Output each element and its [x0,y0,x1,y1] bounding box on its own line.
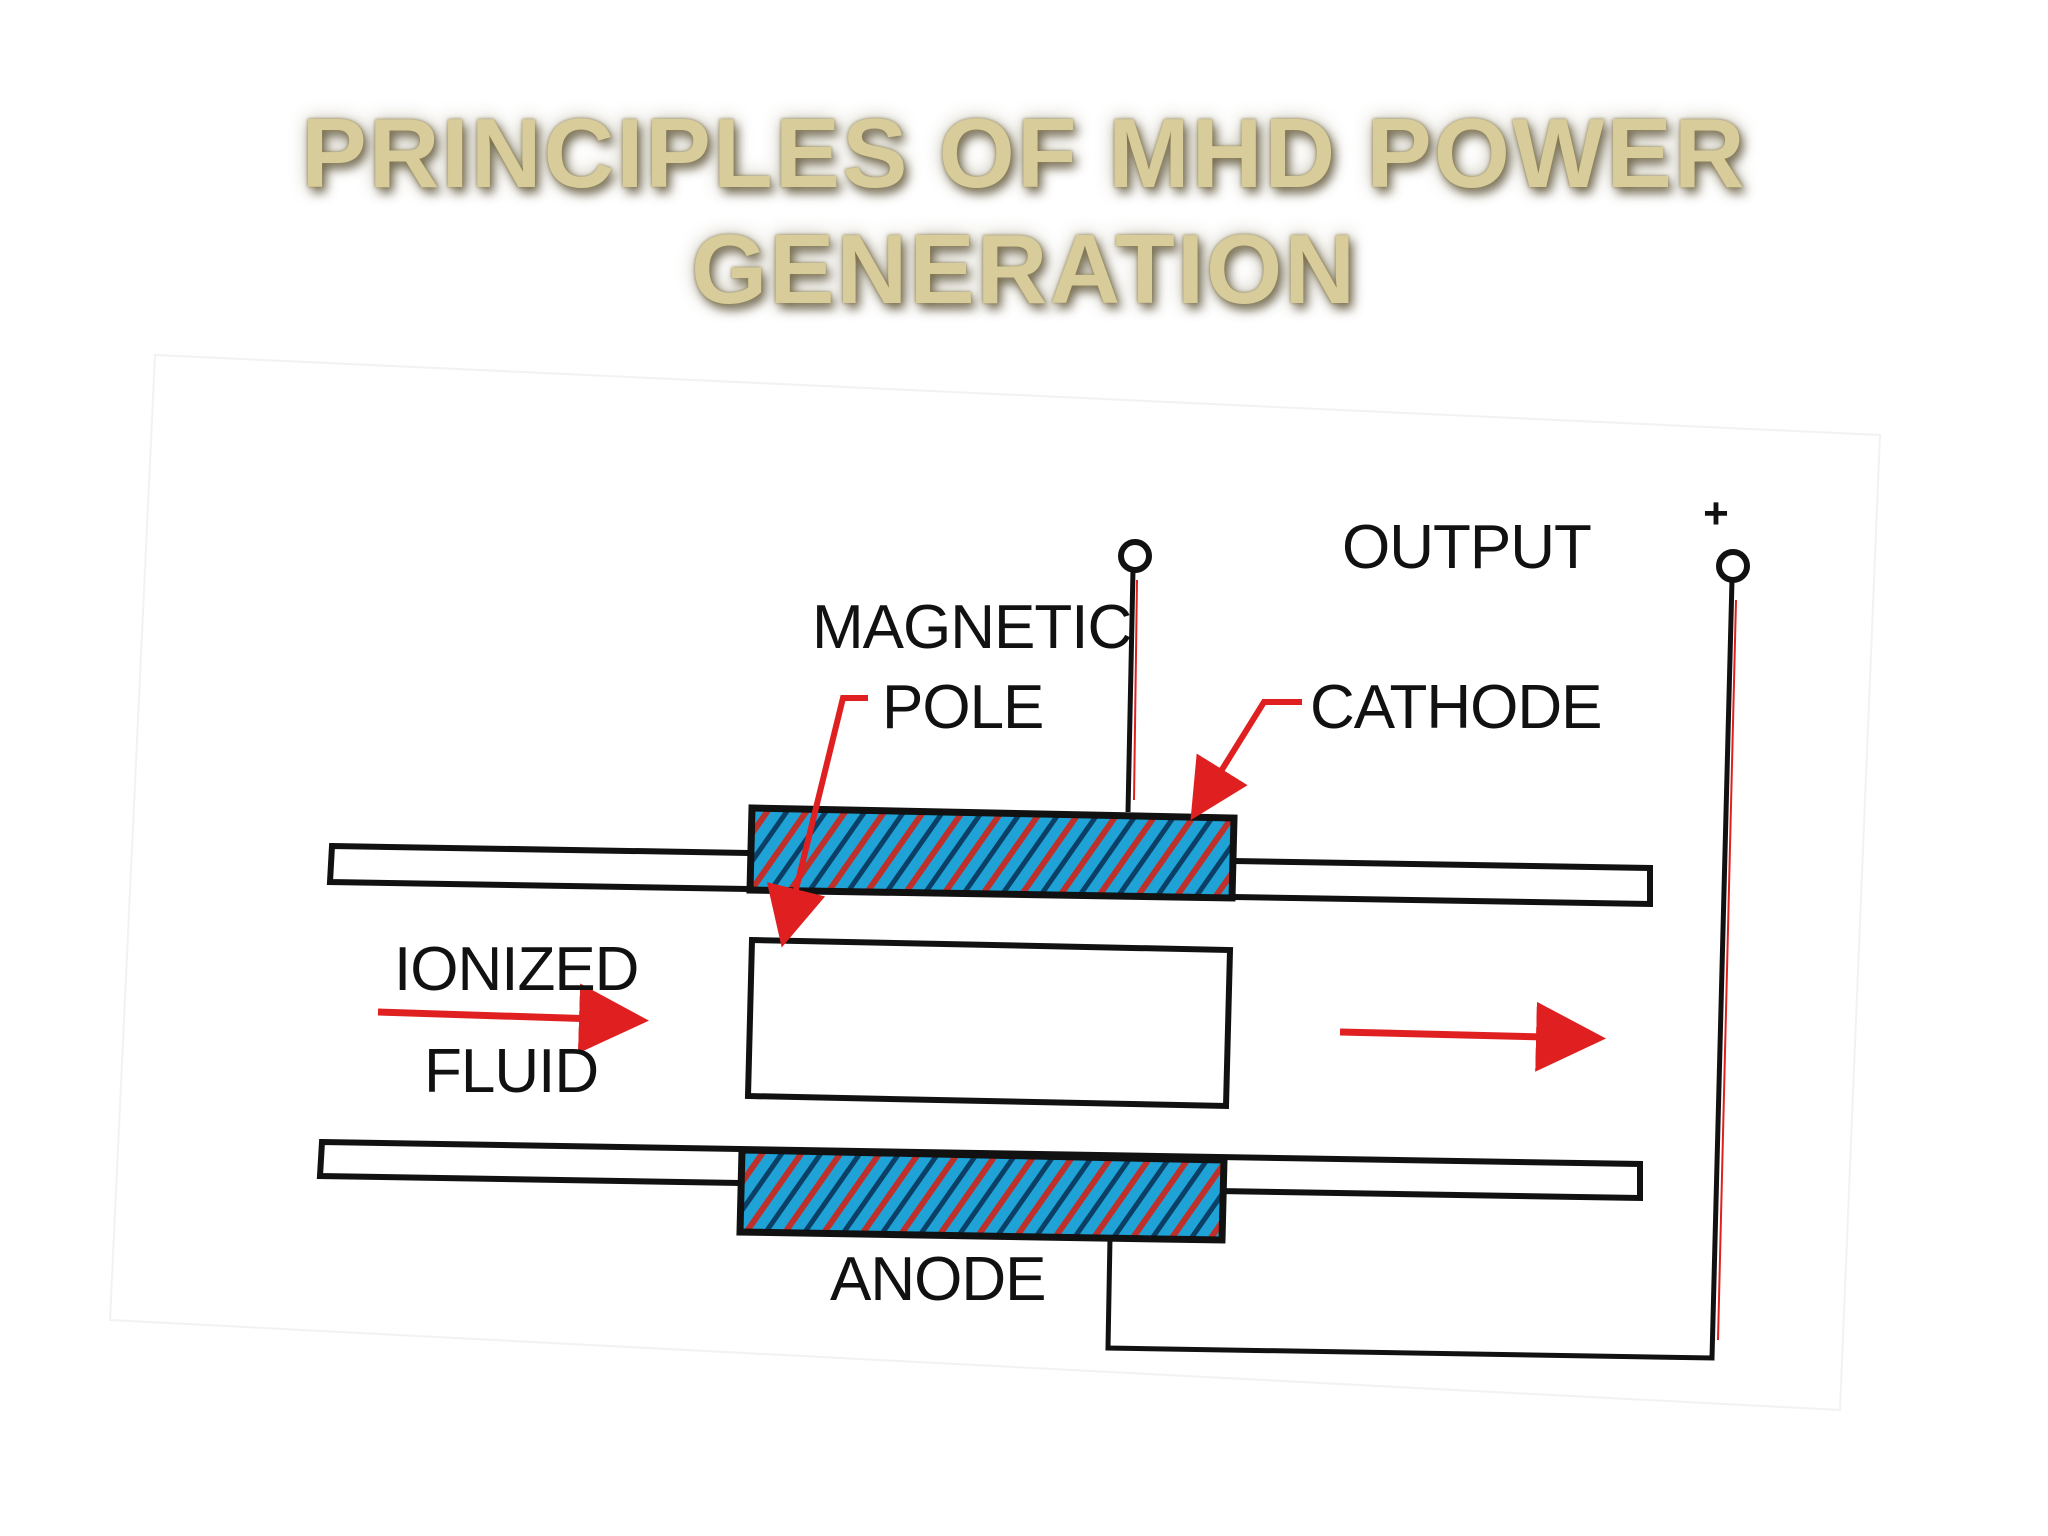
output-circuit-wire [1105,579,1735,1361]
magnetic-pole [744,936,1234,1110]
slide-title-line-1: PRINCIPLES OF MHD POWER [301,98,1747,208]
flow-arrow-in [377,983,649,1054]
label-cathode: CATHODE [1310,673,1602,742]
output-wire-highlight [1717,599,1737,1341]
label-magnetic: MAGNETIC [812,593,1131,662]
cathode-electrode [746,804,1238,902]
positive-terminal [1716,549,1750,583]
negative-lead-highlight [1133,579,1138,801]
negative-lead [1125,569,1136,813]
negative-terminal [1118,539,1152,573]
label-pole: POLE [882,673,1043,742]
slide-title-line-2: GENERATION [690,214,1358,324]
flow-arrow-out [1339,1001,1606,1072]
label-output: OUTPUT [1342,513,1591,582]
label-ionized: IONIZED [394,935,638,1004]
label-anode: ANODE [830,1245,1045,1314]
slide-title: PRINCIPLES OF MHD POWER GENERATION [0,95,2048,327]
positive-sign: + [1703,489,1729,538]
cathode-leader [1190,699,1302,821]
anode-electrode [736,1146,1228,1244]
magnetic-pole-leader [766,695,868,948]
label-fluid: FLUID [424,1037,598,1106]
